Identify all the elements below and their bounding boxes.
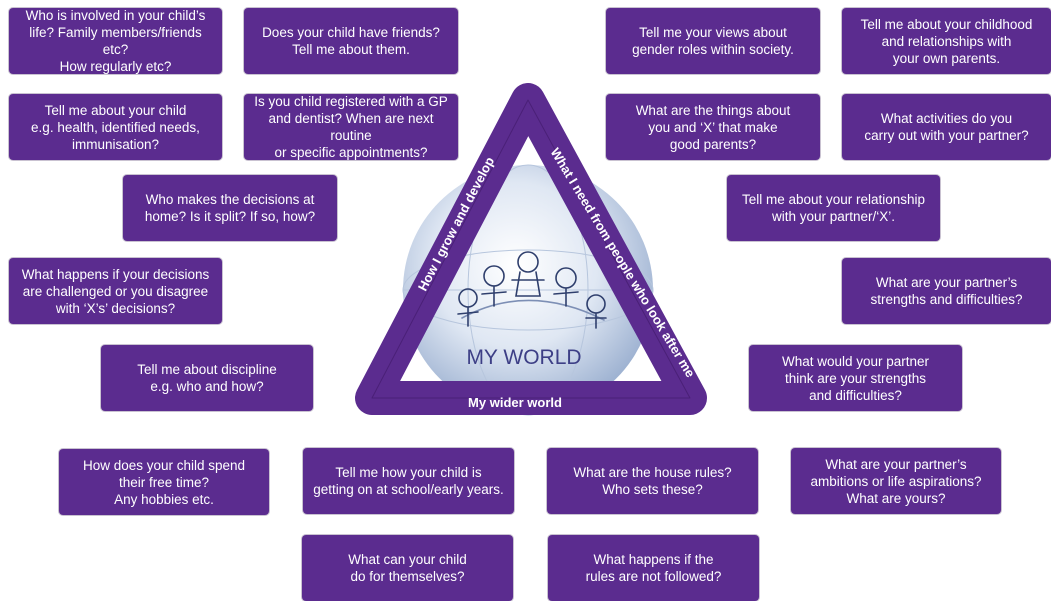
prompt-activities-partner: What activities do you carry out with yo… <box>842 94 1051 160</box>
triangle-frame <box>355 83 707 415</box>
prompt-ambitions: What are your partner’s ambitions or lif… <box>791 448 1001 514</box>
prompt-school: Tell me how your child is getting on at … <box>303 448 514 514</box>
prompt-gender-roles: Tell me your views about gender roles wi… <box>606 8 820 74</box>
prompt-free-time: How does your child spend their free tim… <box>59 449 269 515</box>
children-illustration <box>457 251 607 329</box>
center-title: MY WORLD <box>466 346 581 369</box>
prompt-child-health: Tell me about your child e.g. health, id… <box>9 94 222 160</box>
prompt-rules-not-followed: What happens if the rules are not follow… <box>548 535 759 601</box>
prompt-child-involvement: Who is involved in your child’s life? Fa… <box>9 8 222 74</box>
triangle-bottom-label: My wider world <box>468 395 562 410</box>
prompt-do-for-themselves: What can your child do for themselves? <box>302 535 513 601</box>
prompt-relationship-partner: Tell me about your relationship with you… <box>727 175 940 241</box>
prompt-child-friends: Does your child have friends? Tell me ab… <box>244 8 458 74</box>
prompt-own-childhood: Tell me about your childhood and relatio… <box>842 8 1051 74</box>
prompt-good-parents: What are the things about you and ‘X’ th… <box>606 94 820 160</box>
prompt-partner-thinks: What would your partner think are your s… <box>749 345 962 411</box>
prompt-partner-strengths: What are your partner’s strengths and di… <box>842 258 1051 324</box>
prompt-gp-dentist: Is you child registered with a GP and de… <box>244 94 458 160</box>
prompt-decisions-challenged: What happens if your decisions are chall… <box>9 258 222 324</box>
prompt-house-rules: What are the house rules? Who sets these… <box>547 448 758 514</box>
prompt-decisions-home: Who makes the decisions at home? Is it s… <box>123 175 337 241</box>
prompt-discipline: Tell me about discipline e.g. who and ho… <box>101 345 313 411</box>
